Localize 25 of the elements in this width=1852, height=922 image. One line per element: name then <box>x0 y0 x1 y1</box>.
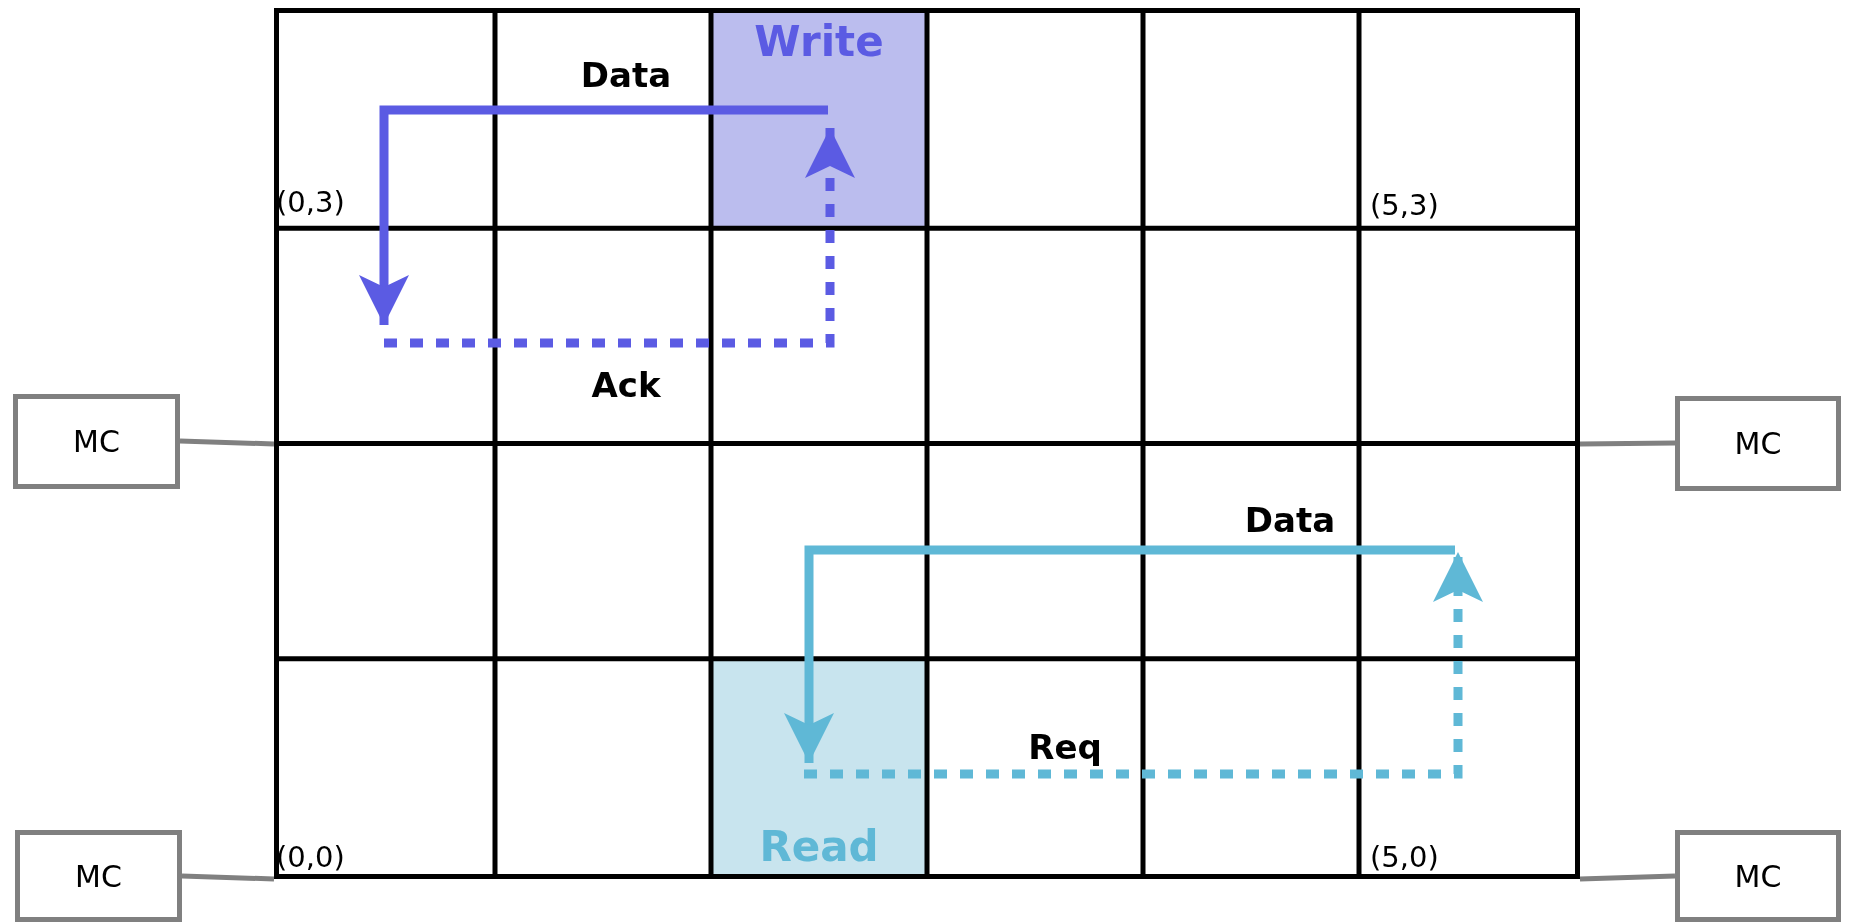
connector-line <box>181 873 275 882</box>
coordinate-label: (5,3) <box>1370 188 1439 222</box>
coordinate-label: (5,0) <box>1370 840 1439 874</box>
node-label: MC <box>1734 858 1782 894</box>
controller-box <box>1675 396 1841 491</box>
coordinate-label: (0,0) <box>276 840 345 874</box>
connector-line <box>179 438 275 447</box>
controller-box <box>15 830 182 922</box>
controller-box <box>13 394 180 489</box>
mesh-grid <box>274 8 1580 879</box>
controller-box <box>1675 830 1841 922</box>
highlighted-cell <box>711 658 927 874</box>
arrow <box>359 105 828 325</box>
node-label: MC <box>1734 426 1782 461</box>
arrow <box>784 545 1455 763</box>
arrow <box>384 128 855 348</box>
arrow <box>804 552 1483 779</box>
node-label: MC <box>73 424 120 459</box>
highlighted-cell <box>711 13 927 229</box>
cell-title: Write <box>754 21 884 63</box>
coordinate-label: (0,3) <box>276 185 345 219</box>
connector-line <box>1579 873 1676 882</box>
node-label: MC <box>75 858 122 894</box>
connector-line <box>1579 440 1676 447</box>
cell-title: Read <box>759 826 879 868</box>
